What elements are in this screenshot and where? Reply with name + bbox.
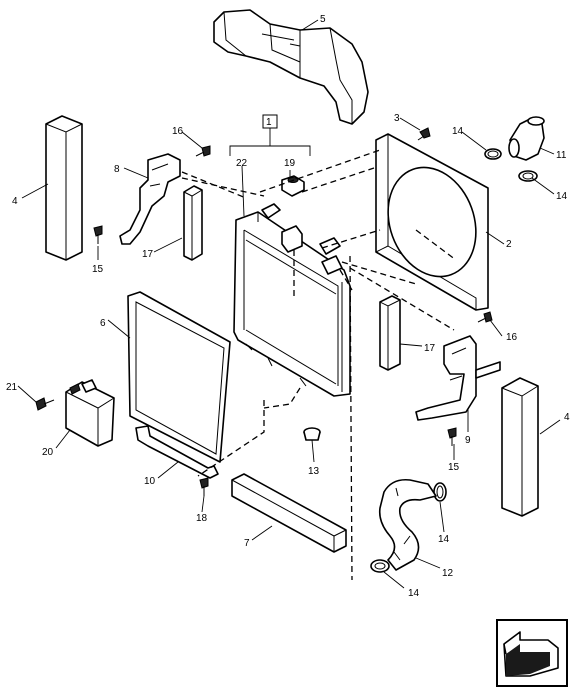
part-grommet xyxy=(303,427,321,441)
part-seal-frame xyxy=(127,291,231,463)
bolt-16-upper xyxy=(195,145,211,157)
callout-2: 2 xyxy=(506,239,512,250)
callout-18: 18 xyxy=(196,513,208,524)
part-bracket-right xyxy=(415,335,501,421)
assembly-lines xyxy=(181,149,457,581)
bolt-15-left xyxy=(93,225,103,244)
callout-3: 3 xyxy=(394,113,400,124)
callout-19: 19 xyxy=(284,158,296,169)
callout-4-right: 4 xyxy=(564,412,570,423)
bolt-21 xyxy=(35,397,55,411)
callout-17-right: 17 xyxy=(424,343,436,354)
part-air-duct-upper xyxy=(213,9,369,125)
part-lower-bracket xyxy=(135,425,219,479)
callout-16-upper: 16 xyxy=(172,126,184,137)
callout-22: 22 xyxy=(236,158,248,169)
callout-14-upper-left: 14 xyxy=(452,126,464,137)
group-bracket-1 xyxy=(229,114,311,156)
callout-5: 5 xyxy=(320,14,326,25)
bolt-15-right xyxy=(447,427,457,446)
part-foam-strip-right xyxy=(379,295,401,371)
callout-20: 20 xyxy=(42,447,54,458)
part-lower-foam xyxy=(231,473,347,553)
callout-15-right: 15 xyxy=(448,462,460,473)
part-radiator xyxy=(233,203,351,397)
callout-6: 6 xyxy=(100,318,106,329)
part-overflow-tank xyxy=(65,379,115,447)
part-upper-hose-elbow xyxy=(508,116,545,161)
bolt-3 xyxy=(417,127,431,141)
part-foam-pad-left xyxy=(45,115,83,261)
callout-11: 11 xyxy=(556,150,567,161)
callout-1: 1 xyxy=(266,117,272,128)
callout-4-left: 4 xyxy=(12,196,18,207)
callout-9: 9 xyxy=(465,435,471,446)
callout-14-lower: 14 xyxy=(408,588,420,599)
callout-10: 10 xyxy=(144,476,156,487)
callout-8: 8 xyxy=(114,164,120,175)
callout-14-lower-right: 14 xyxy=(438,534,450,545)
part-foam-pad-right xyxy=(501,377,539,517)
leader-lines xyxy=(17,19,561,589)
bolt-16-lower xyxy=(477,311,493,323)
callout-labels: 1 2 3 4 4 5 6 7 8 9 10 11 12 13 14 14 14… xyxy=(6,14,570,599)
part-bracket-left xyxy=(119,153,181,245)
callout-14-upper-right: 14 xyxy=(556,191,568,202)
callout-13: 13 xyxy=(308,466,320,477)
callout-7: 7 xyxy=(244,538,250,549)
part-foam-strip-left xyxy=(183,185,203,261)
callout-16-lower: 16 xyxy=(506,332,518,343)
callout-12: 12 xyxy=(442,568,454,579)
part-lower-hose xyxy=(378,478,437,571)
clamp-lower-1 xyxy=(433,482,447,502)
bolt-18 xyxy=(199,477,209,496)
callout-17-left: 17 xyxy=(142,249,154,260)
callout-15-left: 15 xyxy=(92,264,104,275)
clamp-upper-1 xyxy=(484,148,502,160)
next-page-arrow-icon[interactable] xyxy=(496,619,568,687)
callout-21: 21 xyxy=(6,382,18,393)
clamp-lower-2 xyxy=(370,559,390,573)
part-fan-shroud xyxy=(375,133,489,311)
part-radiator-cap xyxy=(281,175,305,197)
